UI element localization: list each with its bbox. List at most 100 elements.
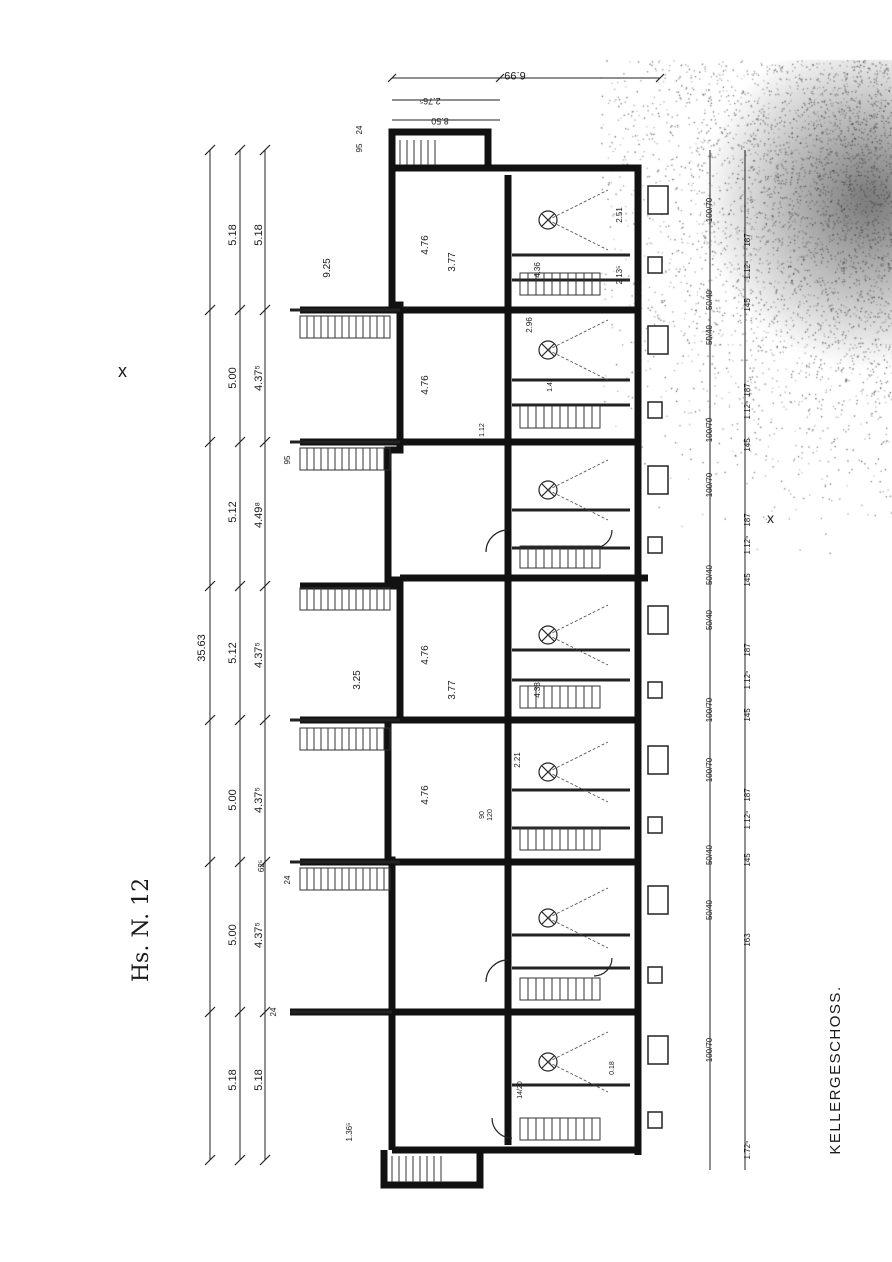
run-dim-label: 163	[743, 933, 752, 947]
interior-stair	[519, 977, 601, 1001]
outer-dim: 5.00	[227, 367, 239, 388]
outer-dim: 5.00	[227, 789, 239, 810]
room-dims: 4.76 4.76 4.76 4.76 3.77 3.77 2.96 2.51 …	[420, 207, 624, 1099]
left-outer-dims: 5.18 5.00 5.12 5.12 5.00 5.00 5.18	[227, 224, 239, 1090]
window-size-label: 50/40	[705, 844, 714, 865]
small-room-dim: 0.18	[609, 1061, 616, 1075]
run-dim-label: 1.12⁵	[743, 536, 752, 555]
garden-stair	[299, 447, 391, 471]
small-dim: 24	[355, 125, 364, 134]
small-window	[647, 681, 663, 699]
left-small-dims: 95 24 1.36⁵ 62⁵ 24 95 24	[257, 125, 364, 1141]
run-dim-label: 1.72⁵	[743, 1141, 752, 1160]
wiring	[547, 887, 609, 919]
dim-tick	[204, 714, 216, 726]
window-size-label: 100/70	[705, 197, 714, 222]
inner-dim: 5.18	[253, 1069, 265, 1090]
wiring	[547, 634, 609, 666]
outer-dim: 5.18	[227, 1069, 239, 1090]
dim-tick	[259, 436, 271, 448]
light-symbol	[538, 762, 558, 782]
door-swings	[485, 529, 613, 1139]
interior-stair	[519, 272, 601, 296]
small-dim: 24	[269, 1007, 278, 1016]
wiring	[547, 741, 609, 773]
small-window	[647, 1111, 663, 1129]
garden-stair	[299, 727, 391, 751]
dim-tick	[204, 1154, 216, 1166]
run-dim-label: 145	[743, 298, 752, 312]
dim-tick	[234, 1006, 246, 1018]
small-window	[647, 536, 663, 554]
dim-tick	[234, 304, 246, 316]
top-a: 2.76⁵	[419, 96, 441, 106]
service-walls	[512, 253, 630, 1087]
light-symbol	[538, 340, 558, 360]
small-dim: 62⁵	[257, 860, 266, 872]
handwritten-label: Hs. N. 12	[129, 878, 154, 982]
stair-outline	[299, 447, 391, 471]
interior-stair	[519, 685, 601, 709]
window-size-label: 50/40	[705, 899, 714, 920]
window-wells	[647, 185, 669, 1129]
interior-stair	[519, 1117, 601, 1141]
light-symbol	[538, 210, 558, 230]
light-fixture	[538, 319, 609, 381]
window-size-label: 50/40	[705, 289, 714, 310]
service-dim: 2.21	[513, 752, 522, 768]
run-dim-label: 145	[743, 708, 752, 722]
run-dim-label: 145	[743, 438, 752, 452]
wiring	[547, 771, 609, 803]
cross-mark: x	[767, 510, 774, 526]
inner-dim: 5.18	[253, 224, 265, 245]
dim-tick	[259, 1154, 271, 1166]
run-dim-label: 145	[743, 853, 752, 867]
window-well	[647, 745, 669, 775]
top-b: 8.50	[431, 116, 449, 126]
dim-tick	[495, 73, 505, 83]
light-fixture	[538, 459, 609, 521]
small-dim: 1.36⁵	[345, 1123, 354, 1142]
outer-dim: 5.00	[227, 924, 239, 945]
dimension-ticks	[204, 73, 665, 1166]
dim-tick	[259, 1006, 271, 1018]
inner-dim: 4.37⁵	[253, 365, 265, 391]
top-width: 6.99	[504, 69, 525, 81]
room-width: 3.77	[447, 680, 458, 700]
dim-tick	[234, 856, 246, 868]
wiring	[547, 349, 609, 381]
window-size-label: 100/70	[705, 697, 714, 722]
light-fixture	[538, 604, 609, 666]
stair-outline	[299, 727, 391, 751]
small-room-dim: 90	[479, 811, 486, 819]
small-window	[647, 966, 663, 984]
light-symbol	[538, 625, 558, 645]
light-symbol	[538, 908, 558, 928]
dim-tick	[204, 580, 216, 592]
staircases	[299, 272, 601, 1141]
light-fixture	[538, 741, 609, 803]
run-dim-label: 1.12⁵	[743, 401, 752, 420]
service-dim: 2.51	[615, 207, 624, 223]
party-walls	[290, 306, 648, 1016]
outer-dim: 5.12	[227, 642, 239, 663]
garden-stair	[299, 315, 391, 339]
wiring	[547, 604, 609, 636]
small-room-dim: 14/20	[517, 1081, 524, 1099]
window-well	[647, 605, 669, 635]
dim-tick	[204, 436, 216, 448]
window-size-label: 50/40	[705, 564, 714, 585]
run-dim-label: 187	[743, 788, 752, 802]
interior-stair	[519, 545, 601, 569]
dim-tick	[234, 144, 246, 156]
outer-dim: 5.12	[227, 501, 239, 522]
dimension-lines	[209, 77, 746, 1170]
wiring	[547, 459, 609, 491]
inner-dim: 4.37⁵	[253, 922, 265, 948]
dim-tick	[259, 856, 271, 868]
dim-tick	[259, 714, 271, 726]
room-depth: 4.76	[420, 375, 431, 395]
window-well	[647, 885, 669, 915]
sheet-title: KELLERGESCHOSS.	[827, 985, 844, 1154]
small-dim: 24	[283, 875, 292, 884]
